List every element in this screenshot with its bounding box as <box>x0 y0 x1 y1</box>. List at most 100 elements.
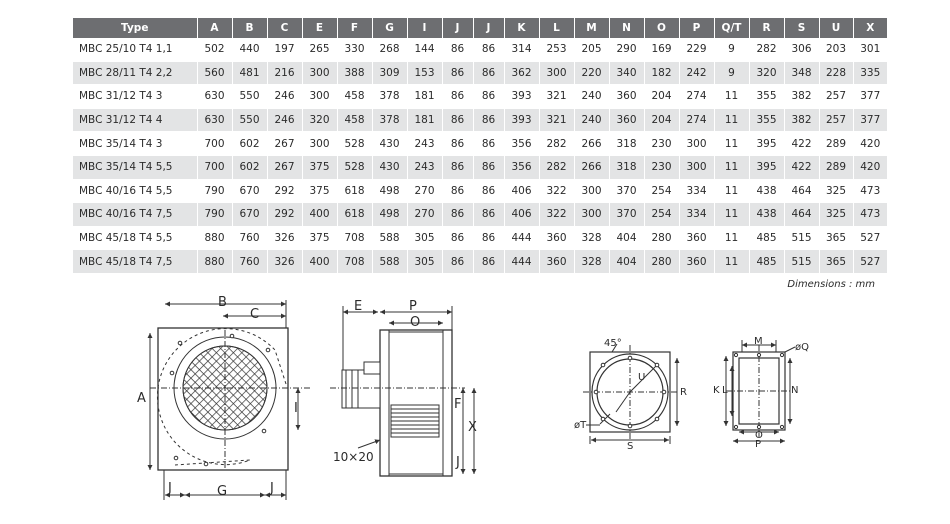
dimension-cell: 328 <box>574 226 610 251</box>
dimension-cell: 86 <box>473 202 505 227</box>
dimension-cell: 527 <box>853 226 887 251</box>
column-header-k: K <box>504 18 540 38</box>
dimension-cell: 11 <box>714 249 750 274</box>
dimension-cell: 481 <box>232 61 268 86</box>
dimension-cell: 292 <box>267 179 303 204</box>
dimension-cell: 300 <box>302 84 338 109</box>
dimension-cell: 86 <box>473 131 505 156</box>
column-header-f: F <box>337 18 373 38</box>
dimension-cell: 220 <box>574 61 610 86</box>
dimension-cell: 289 <box>819 155 854 180</box>
dimension-cell: 169 <box>644 38 680 62</box>
dimension-cell: 314 <box>504 38 540 62</box>
dimension-cell: 356 <box>504 155 540 180</box>
model-type-cell: MBC 28/11 T4 2,2 <box>73 61 198 86</box>
dimension-cell: 270 <box>407 202 443 227</box>
dimension-cell: 560 <box>197 61 233 86</box>
dimension-cell: 322 <box>539 202 575 227</box>
dimension-cell: 86 <box>442 38 474 62</box>
dimension-cell: 274 <box>679 84 715 109</box>
dimension-cell: 246 <box>267 84 303 109</box>
dimension-cell: 790 <box>197 202 233 227</box>
dimension-cell: 86 <box>473 226 505 251</box>
dimension-cell: 370 <box>609 202 645 227</box>
dimension-cell: 86 <box>442 84 474 109</box>
dimension-cell: 325 <box>819 179 854 204</box>
dimension-cell: 382 <box>784 84 820 109</box>
rect-flange-drawing <box>723 340 796 444</box>
dimension-cell: 300 <box>302 61 338 86</box>
column-header-l: L <box>539 18 575 38</box>
column-header-i: I <box>407 18 443 38</box>
dimension-cell: 375 <box>302 226 338 251</box>
dimension-cell: 268 <box>372 38 408 62</box>
dimension-cell: 618 <box>337 179 373 204</box>
label-round-angle: 45° <box>604 338 622 349</box>
dimension-cell: 230 <box>644 155 680 180</box>
dimension-cell: 216 <box>267 61 303 86</box>
dimension-cell: 404 <box>609 249 645 274</box>
column-header-q-t: Q/T <box>714 18 750 38</box>
model-type-cell: MBC 25/10 T4 1,1 <box>73 38 198 62</box>
dimension-cell: 365 <box>819 249 854 274</box>
round-flange-bolts <box>593 355 667 429</box>
dimension-cell: 292 <box>267 202 303 227</box>
label-rect-M: M <box>754 336 763 347</box>
model-type-cell: MBC 40/16 T4 7,5 <box>73 202 198 227</box>
dimension-cell: 257 <box>819 84 854 109</box>
dimension-cell: 9 <box>714 38 750 62</box>
dimension-cell: 670 <box>232 179 268 204</box>
dimension-cell: 515 <box>784 249 820 274</box>
column-header-r: R <box>749 18 785 38</box>
dimension-cell: 360 <box>539 249 575 274</box>
dimension-cell: 86 <box>473 249 505 274</box>
dimension-cell: 550 <box>232 84 268 109</box>
dimension-cell: 253 <box>539 38 575 62</box>
label-front-G: G <box>217 484 227 499</box>
dimension-cell: 301 <box>853 38 887 62</box>
dimension-cell: 377 <box>853 108 887 133</box>
dimension-cell: 181 <box>407 108 443 133</box>
dimension-cell: 340 <box>609 61 645 86</box>
dimension-cell: 86 <box>442 202 474 227</box>
dimension-cell: 230 <box>644 131 680 156</box>
dimension-cell: 86 <box>442 226 474 251</box>
label-front-B: B <box>218 295 227 310</box>
label-rect-N: N <box>791 385 798 396</box>
dimension-cell: 320 <box>302 108 338 133</box>
dimension-cell: 588 <box>372 249 408 274</box>
dimension-cell: 335 <box>853 61 887 86</box>
dimension-cell: 670 <box>232 202 268 227</box>
dimension-cell: 300 <box>574 179 610 204</box>
dimension-cell: 282 <box>749 38 785 62</box>
dimension-cell: 464 <box>784 179 820 204</box>
dimension-cell: 243 <box>407 131 443 156</box>
model-type-cell: MBC 45/18 T4 7,5 <box>73 249 198 274</box>
side-view-drawing <box>330 306 477 477</box>
dimension-cell: 242 <box>679 61 715 86</box>
dimension-cell: 528 <box>337 131 373 156</box>
dimension-cell: 11 <box>714 179 750 204</box>
label-rect-Q: øQ <box>795 342 809 353</box>
dimension-cell: 430 <box>372 131 408 156</box>
dimension-cell: 393 <box>504 84 540 109</box>
dimension-cell: 228 <box>819 61 854 86</box>
dimension-cell: 630 <box>197 84 233 109</box>
dimension-cell: 86 <box>442 131 474 156</box>
column-header-e: E <box>302 18 338 38</box>
label-side-F: F <box>454 397 461 412</box>
dimension-cell: 86 <box>473 38 505 62</box>
column-header-n: N <box>609 18 645 38</box>
dimension-cell: 360 <box>539 226 575 251</box>
dimension-cell: 86 <box>473 61 505 86</box>
label-side-X: X <box>468 420 477 435</box>
dimension-cell: 406 <box>504 202 540 227</box>
dimension-cell: 406 <box>504 179 540 204</box>
dimension-cell: 348 <box>784 61 820 86</box>
model-type-cell: MBC 35/14 T4 3 <box>73 131 198 156</box>
dimension-cell: 267 <box>267 155 303 180</box>
dimension-cell: 360 <box>679 249 715 274</box>
